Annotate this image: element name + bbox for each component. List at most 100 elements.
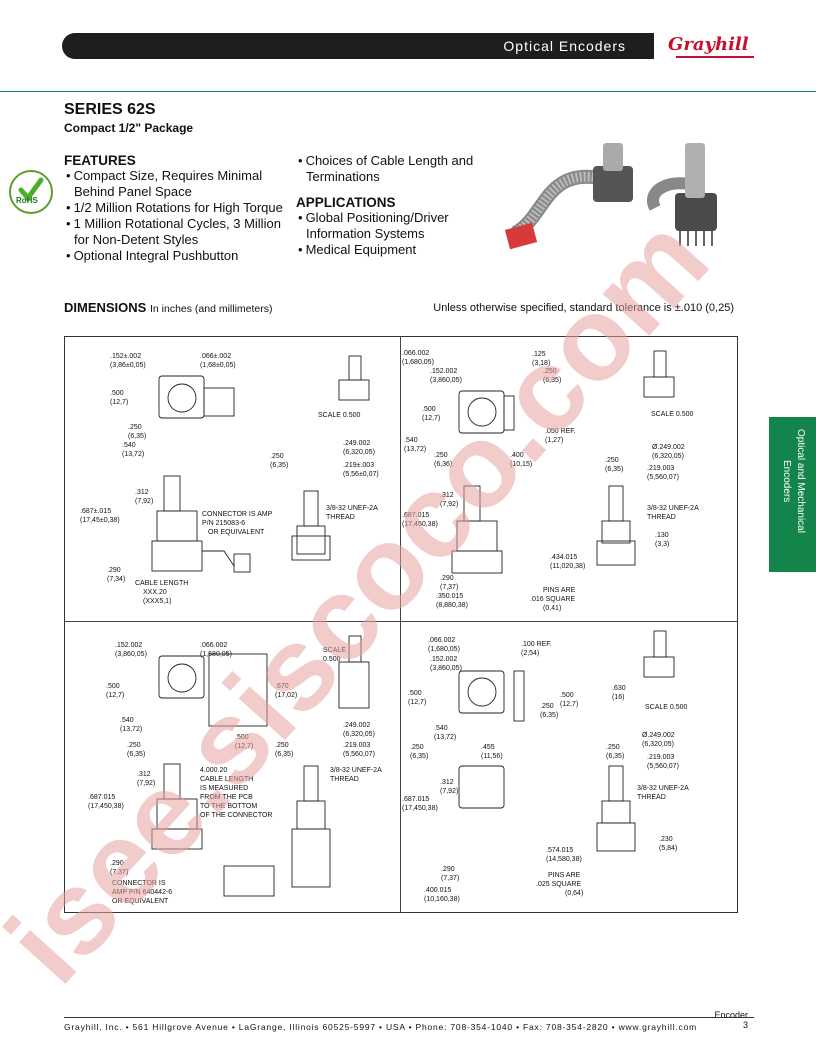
dimension-label: OR EQUIVALENT [208, 529, 265, 536]
rohs-badge [9, 170, 53, 214]
dimension-label: (5,560,07) [343, 751, 375, 758]
dimension-label: IS MEASURED [200, 785, 249, 792]
bl-housing-2 [291, 828, 331, 888]
dimension-label: .687.015 [402, 512, 430, 519]
tl-iso-body [338, 379, 370, 401]
dimension-label: .249.002 [343, 722, 371, 729]
dimension-label: .066.002 [428, 637, 456, 644]
footer-address: Grayhill, Inc. • 561 Hillgrove Avenue • … [64, 1022, 698, 1032]
dimension-label: SCALE 0.500 [318, 412, 361, 419]
dimension-label: PINS ARE [543, 587, 576, 594]
dimension-label: .312 [135, 489, 149, 496]
dimension-label: .500 [110, 390, 124, 397]
dimension-label: .066.002 [200, 642, 228, 649]
tl-connector-side [233, 553, 251, 573]
applications-heading: APPLICATIONS [296, 195, 396, 210]
dimension-label: CABLE LENGTH [135, 580, 189, 587]
dimension-label: (6,35) [410, 753, 429, 760]
side-tab-text: Optical and Mechanical Encoders [777, 429, 807, 533]
dimension-label: (XXX5,1) [143, 598, 172, 605]
dimension-label: .152.002 [430, 656, 458, 663]
dimension-label: .025 SQUARE [536, 881, 582, 888]
dimension-label: (12,7) [106, 692, 125, 699]
dimension-label: .130 [655, 532, 669, 539]
encoder-shaft-2 [685, 143, 705, 198]
features-list-col2: Choices of Cable Length and Terminations [296, 153, 496, 185]
dimension-label: (10,160,38) [424, 896, 460, 903]
dimension-label: (7,37) [440, 584, 459, 591]
header-title: Optical Encoders [503, 38, 626, 54]
tr-housing-2 [596, 540, 636, 566]
check-icon [18, 177, 44, 203]
side-tab: Optical and Mechanical Encoders [769, 417, 816, 572]
dimension-label: P/N 215083-6 [202, 520, 246, 527]
dimension-label: (12,7) [560, 701, 579, 708]
list-item: Optional Integral Pushbutton [64, 248, 284, 264]
bl-housing [151, 828, 203, 850]
dimension-label: (6,35) [543, 377, 562, 384]
encoder-pins [679, 231, 713, 246]
dimension-label: (7,92) [440, 501, 459, 508]
dimension-label: .250 [605, 457, 619, 464]
tl-knob-circle [167, 383, 197, 413]
list-item: 1 Million Rotational Cycles, 3 Million f… [64, 216, 284, 248]
br-iso-body [643, 656, 675, 678]
dimension-label: THREAD [637, 794, 666, 801]
tl-thread-2 [296, 525, 326, 555]
dimension-label: (7,37) [110, 869, 129, 876]
br-side-view [458, 765, 505, 809]
dimension-label: (7,34) [107, 576, 126, 583]
frame-divider-horizontal [64, 621, 738, 622]
dimension-label: 0.500 [323, 656, 341, 663]
tr-knob-circle [467, 397, 497, 427]
encoder-body-2 [675, 193, 717, 231]
dimension-label: (6,35) [540, 712, 559, 719]
br-top-view [458, 670, 505, 714]
dimension-label: .066.002 [402, 350, 430, 357]
dimension-label: (6,320,05) [343, 731, 375, 738]
dimension-label: (3,18) [532, 360, 551, 367]
dimension-label: (3,3) [655, 541, 670, 548]
rohs-label: RoHS [16, 196, 38, 205]
dimension-label: (6,320,05) [652, 453, 684, 460]
dimension-label: SCALE 0.500 [651, 411, 694, 418]
dimension-label: CABLE LENGTH [200, 776, 254, 783]
dimension-label: .434.015 [550, 554, 578, 561]
dimension-label: (13,72) [122, 451, 145, 458]
dimension-label: (6,320,05) [343, 449, 375, 456]
dimension-label: THREAD [326, 514, 355, 521]
dimension-label: CONNECTOR IS AMP [202, 511, 273, 518]
dimension-label: (1,680,05) [428, 646, 460, 653]
dimension-label: .290 [107, 567, 121, 574]
dimension-label: .687.015 [88, 794, 116, 801]
dimension-label: Ø.249.002 [642, 732, 675, 739]
dimensions-title: DIMENSIONS In inches (and millimeters) [64, 300, 273, 315]
dimension-label: .670 [275, 683, 289, 690]
dimension-label: (17,450,38) [402, 521, 438, 528]
dimension-label: .250 [410, 744, 424, 751]
dimension-label: AMP P/N 640442-6 [112, 889, 173, 896]
tr-iso-body [643, 376, 675, 398]
list-item: Global Positioning/Driver Information Sy… [296, 210, 496, 242]
dimension-label: .125 [532, 351, 546, 358]
dimension-label: 3/8-32 UNEF-2A [647, 505, 699, 512]
dimension-label: (8,880,38) [436, 602, 468, 609]
dimension-label: OF THE CONNECTOR [200, 812, 273, 819]
series-subtitle: Compact 1/2" Package [64, 121, 194, 135]
dimension-label: CONNECTOR IS [112, 880, 166, 887]
tolerance-note: Unless otherwise specified, standard tol… [433, 302, 734, 314]
tl-cable-side [202, 550, 235, 567]
drawings [151, 350, 675, 897]
dimension-label: .500 [408, 690, 422, 697]
page-label: Encoder 3 [710, 1010, 748, 1030]
br-pin-header [513, 670, 525, 722]
dimension-label: (2,54) [521, 650, 540, 657]
tl-housing [151, 540, 203, 572]
dimension-label: .290 [110, 860, 124, 867]
page-number: 3 [742, 1020, 748, 1030]
dimension-label: (10,15) [510, 461, 533, 468]
dimension-label: .152±.002 [110, 353, 142, 360]
tl-housing-2 [291, 535, 331, 561]
dimension-label: FROM THE PCB [200, 794, 253, 801]
bl-connector-side [223, 865, 275, 897]
